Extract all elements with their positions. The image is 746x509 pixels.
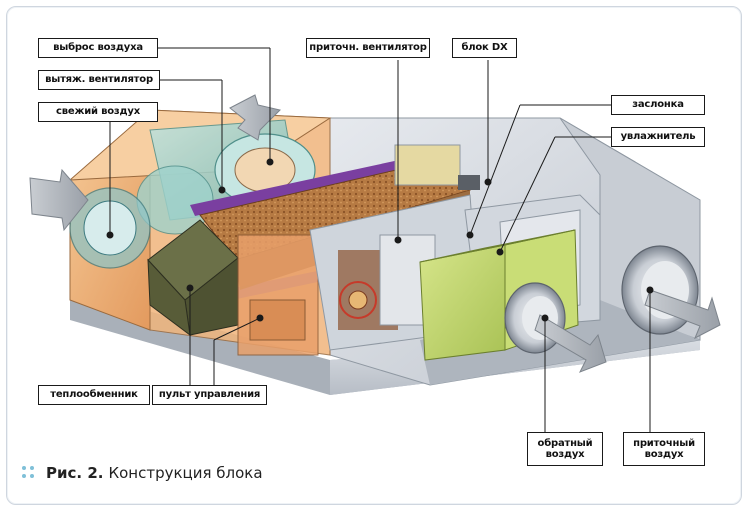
label-exhaust-out: выброс воздуха	[38, 38, 158, 58]
label-humidifier: увлажнитель	[611, 127, 705, 147]
label-fresh-air: свежий воздух	[38, 102, 158, 122]
label-exhaust-fan: вытяж. вентилятор	[38, 70, 160, 90]
label-return-air: обратный воздух	[527, 432, 603, 466]
label-supply-fan: приточн. вентилятор	[306, 38, 430, 58]
leader-lines	[106, 47, 654, 432]
figure-number: Рис. 2.	[46, 464, 104, 482]
label-dx-block: блок DX	[452, 38, 517, 58]
figure-caption: Рис. 2. Конструкция блока	[22, 460, 263, 486]
label-supply-air: приточный воздух	[623, 432, 705, 466]
label-control-panel: пульт управления	[152, 385, 267, 405]
figure-title: Конструкция блока	[108, 464, 263, 482]
label-damper: заслонка	[611, 95, 705, 115]
label-heat-exchanger: теплообменник	[38, 385, 150, 405]
caption-bullet-icon	[22, 466, 36, 480]
